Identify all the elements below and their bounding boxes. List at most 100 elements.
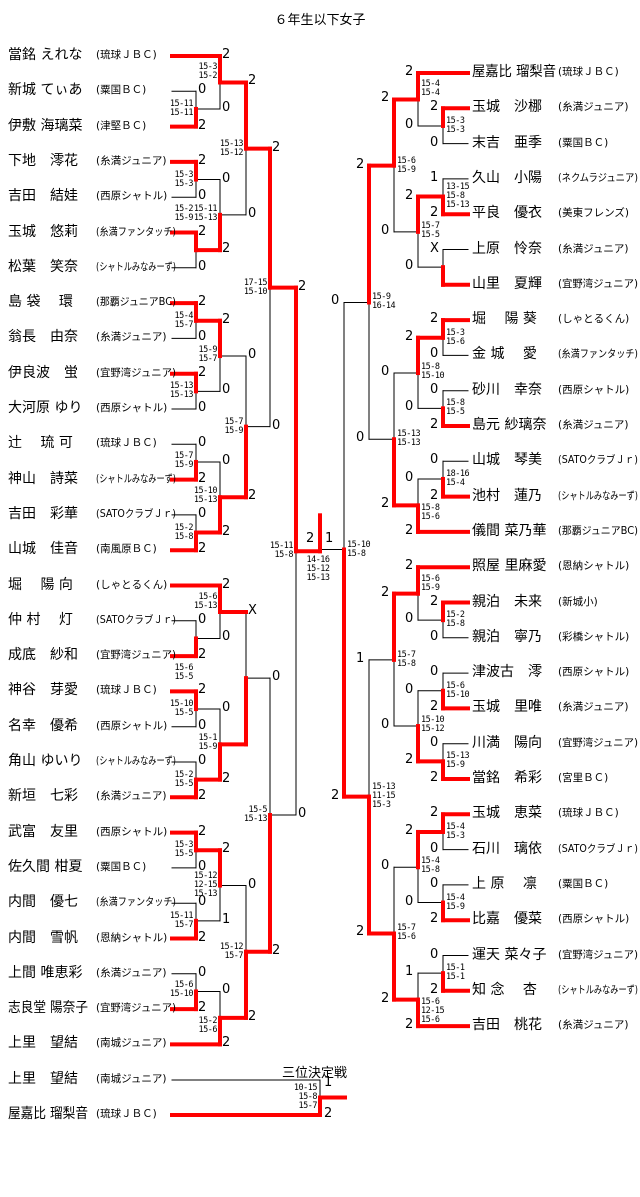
third-place-title: 三位決定戦 [282,1066,348,1081]
player-name: 内間 雪帆 [8,929,78,946]
player-name: 池村 蓮乃 [472,487,542,504]
player-club: (宜野湾ジュニア) [96,1002,176,1015]
match-score: 0 [198,258,207,274]
match-score: 2 [222,841,231,857]
game-score: 15-13 [169,390,194,401]
match-score: 2 [198,470,207,486]
match-score: 2 [248,1008,257,1024]
game-score: 15-9 [372,292,391,303]
player-name: 辻 琉 可 [8,435,73,452]
game-score: 15-7 [224,416,244,427]
player-club: (粟国ＢＣ) [558,136,609,149]
player-name: 知 念 杏 [472,981,537,998]
match-score: 2 [405,1017,414,1033]
player-club: (糸満ジュニア) [558,1019,629,1032]
game-score: 15-8 [397,658,416,669]
game-score: 15-3 [372,800,391,811]
match-score: 0 [331,293,340,309]
game-score: 15-3 [446,115,465,126]
player-name: 山里 夏輝 [472,275,542,292]
player-name: 新城 てぃあ [8,82,83,99]
game-score: 15-1 [198,733,218,744]
match-score: 2 [430,981,439,997]
player-name: 上里 望結 [8,1071,78,1087]
player-club: (恩納シャトル) [558,560,630,573]
game-score: 15-4 [421,88,440,99]
game-score: 15-10 [421,715,445,726]
game-score: 15-4 [446,821,465,832]
match-score: 0 [430,452,439,468]
match-score: 2 [430,770,439,785]
match-score: 2 [381,90,390,106]
player-club: (南風原ＢＣ) [96,543,157,556]
game-score: 15-3 [198,62,218,73]
player-club: (宮里ＢＣ) [558,772,609,784]
player-club: (SATOクラブＪｒ) [96,507,176,520]
player-name: 大河原 ゆり [8,400,83,416]
player-name: 佐久間 柑夏 [8,858,83,875]
match-score: 0 [430,875,439,891]
match-score: 0 [381,364,390,380]
game-score: 15-13 [219,138,244,149]
game-score: 15-8 [446,619,465,630]
match-score: 0 [222,170,231,186]
game-score: 15-8 [421,865,440,876]
match-score: 0 [405,258,414,274]
player-name: 名幸 優希 [8,717,78,734]
game-score: 15-5 [174,778,194,789]
game-score: 15-3 [174,840,194,851]
game-score: 15-6 [174,980,194,991]
game-score: 15-5 [174,849,194,860]
game-score: 15-4 [446,892,465,903]
game-score: 15-7 [174,450,194,461]
player-club: (宜野湾ジュニア) [558,277,638,290]
player-name: 松葉 笑奈 [8,258,78,275]
final-score-right: 1 [325,531,334,547]
game-score: 15-3 [174,178,194,189]
player-name: 川満 陽向 [472,734,542,751]
game-score: 15-11 [169,107,194,118]
player-name: 久山 小陽 [472,169,542,186]
player-club: (宜野湾ジュニア) [96,649,176,662]
player-club: (糸満ジュニア) [558,242,629,255]
game-score: 13-15 [446,182,470,193]
player-club: (しゃとるくん) [558,313,630,326]
player-club: (糸満ジュニア) [558,419,629,431]
game-score: 15-4 [174,310,194,321]
match-score: 2 [430,205,439,221]
game-score: 15-6 [397,932,416,943]
match-score: 2 [222,241,231,257]
player-name: 上間 唯恵彩 [8,964,83,981]
game-score: 15-9 [198,742,218,753]
game-score: 15-7 [174,919,194,930]
match-score: 1 [405,964,414,980]
player-club: (西原シャトル) [558,913,630,926]
match-score: 0 [198,400,207,415]
match-score: 2 [405,558,414,574]
match-score: 0 [430,840,439,856]
player-name: 玉城 里唯 [472,699,542,716]
player-name: 下地 澪花 [8,152,78,169]
match-score: 2 [331,787,340,803]
match-score: 0 [405,681,414,697]
game-score: 15-6 [421,573,440,584]
match-score: 2 [381,496,390,512]
match-score: 2 [198,1000,207,1016]
player-name: 儀間 菜乃華 [472,522,547,539]
match-score: 2 [356,924,365,940]
match-score: 2 [222,47,231,62]
game-score: 15-13 [446,200,470,211]
player-club: (SATOクラブＪｒ) [96,613,176,626]
player-club: (美東フレンズ) [558,207,629,220]
